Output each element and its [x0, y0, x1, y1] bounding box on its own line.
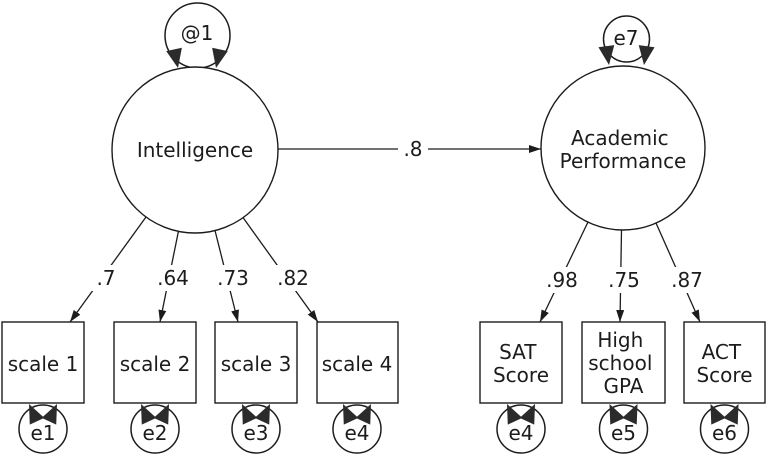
loop-arrowhead-icon [723, 404, 739, 425]
loop-arrowhead-icon [343, 404, 359, 425]
loop-arrowhead-icon [622, 404, 638, 425]
latent-academic-label: Academic Performance [560, 126, 687, 173]
loop-arrowhead-icon [212, 47, 228, 68]
loop-arrowhead-icon [242, 404, 258, 425]
error-loop-e2 [130, 404, 180, 454]
latent-academic-node [540, 65, 706, 231]
loop-arrowhead-icon [166, 47, 182, 68]
error-label-e4-left: e4 [344, 421, 369, 445]
latent-intelligence-node [111, 66, 279, 234]
academic-error-label: e7 [613, 26, 638, 50]
loop-arrowhead-icon [598, 45, 615, 65]
loop-arrowhead-icon [254, 404, 270, 425]
loading-label-gpa: .75 [608, 268, 640, 292]
indicator-box-scale4 [316, 321, 399, 404]
loop-arrowhead-icon [355, 404, 371, 425]
loading-label-act: .87 [671, 268, 703, 292]
error-loop-e3 [231, 404, 281, 454]
indicator-label-scale2: scale 2 [120, 352, 191, 376]
error-label-e6: e6 [712, 421, 737, 445]
indicator-box-scale3 [214, 321, 298, 404]
error-loop-e1 [18, 404, 68, 454]
indicator-label-act: ACT Score [696, 340, 752, 387]
academic-error-loop [602, 15, 651, 63]
error-label-e2: e2 [142, 421, 167, 445]
indicator-box-sat [479, 321, 563, 404]
loop-arrowhead-icon [507, 404, 523, 425]
intelligence-variance-label: @1 [181, 21, 214, 45]
loop-arrowhead-icon [41, 404, 57, 425]
indicator-box-gpa [581, 321, 666, 404]
loading-label-sat: .98 [546, 268, 578, 292]
indicator-label-sat: SAT Score [493, 340, 549, 387]
indicator-label-scale3: scale 3 [221, 352, 292, 376]
indicator-label-gpa: High school GPA [588, 328, 658, 398]
loading-label-scale4: .82 [277, 266, 309, 290]
loop-arrowhead-icon [609, 404, 625, 425]
regression-coefficient-label: .8 [403, 137, 422, 161]
indicator-label-scale1: scale 1 [8, 352, 79, 376]
indicator-box-scale1 [1, 321, 85, 404]
loading-label-scale2: .64 [157, 266, 189, 290]
loop-arrowhead-icon [29, 404, 45, 425]
loop-arrowhead-icon [519, 404, 535, 425]
loading-label-scale3: .73 [217, 266, 249, 290]
error-label-e5: e5 [611, 421, 636, 445]
error-loop-e4-left [332, 404, 382, 454]
loop-arrowhead-icon [638, 45, 655, 65]
latent-intelligence-label: Intelligence [137, 138, 253, 162]
indicator-box-scale2 [113, 321, 197, 404]
error-loop-e5 [598, 404, 649, 454]
error-label-e1: e1 [30, 421, 55, 445]
indicator-box-act [683, 321, 766, 404]
error-loop-e6 [699, 404, 750, 454]
loop-arrowhead-icon [141, 404, 157, 425]
loop-arrowhead-icon [153, 404, 169, 425]
error-label-e3: e3 [243, 421, 268, 445]
loading-label-scale1: .7 [96, 266, 115, 290]
error-loop-e4-right [496, 404, 546, 454]
indicator-label-scale4: scale 4 [322, 352, 393, 376]
loop-arrowhead-icon [710, 404, 726, 425]
error-label-e4-right: e4 [508, 421, 533, 445]
